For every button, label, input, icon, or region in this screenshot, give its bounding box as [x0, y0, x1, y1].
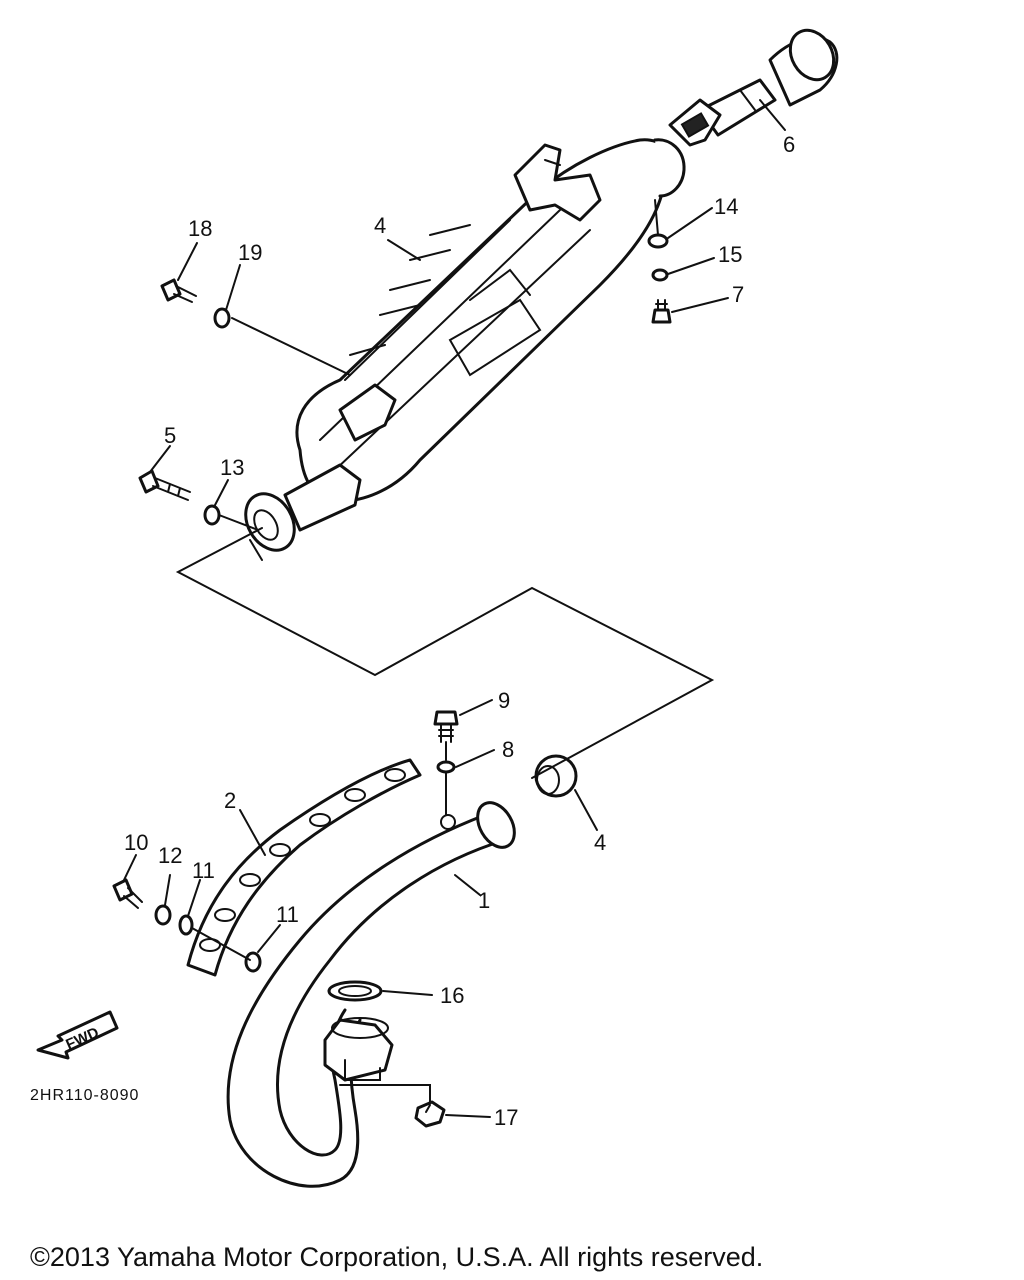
- callout-19: 19: [238, 240, 262, 265]
- heat-protector-part-2[interactable]: [186, 758, 422, 977]
- callout-11-lower: 11: [276, 902, 299, 927]
- bolt-part-5[interactable]: [138, 469, 191, 501]
- bolt-part-7[interactable]: [651, 299, 672, 324]
- callout-16: 16: [440, 983, 464, 1008]
- bolt-part-9[interactable]: [433, 710, 459, 743]
- callout-18: 18: [188, 216, 212, 241]
- washer-part-11-lower[interactable]: [244, 951, 262, 973]
- end-pipe-part-6[interactable]: [668, 22, 842, 147]
- muffler-part-3[interactable]: [236, 138, 686, 561]
- nut-part-17[interactable]: [414, 1100, 446, 1128]
- gasket-part-16[interactable]: [327, 980, 383, 1002]
- copyright-notice: ©2013 Yamaha Motor Corporation, U.S.A. A…: [30, 1242, 764, 1272]
- callout-12: 12: [158, 843, 182, 868]
- callout-5: 5: [164, 423, 176, 448]
- fwd-label: FWD: [63, 1024, 101, 1053]
- joint-part-4[interactable]: [534, 754, 578, 798]
- callout-2: 2: [224, 788, 236, 813]
- callout-15: 15: [718, 242, 742, 267]
- callout-13: 13: [220, 455, 244, 480]
- washer-part-8[interactable]: [436, 760, 456, 774]
- washer-part-14[interactable]: [647, 233, 669, 249]
- callout-4: 4: [594, 830, 606, 855]
- callout-17: 17: [494, 1105, 518, 1130]
- assembly-guide-lines: [175, 199, 715, 1113]
- callout-7: 7: [732, 282, 744, 307]
- washer-part-19[interactable]: [213, 307, 231, 329]
- callout-6: 6: [783, 132, 795, 157]
- callout-8: 8: [502, 737, 514, 762]
- leader-lines: [123, 99, 786, 1118]
- exhaust-pipe-part-1[interactable]: [226, 796, 522, 1188]
- callout-14: 14: [714, 194, 738, 219]
- washer-part-11-upper[interactable]: [178, 914, 194, 936]
- washer-part-15[interactable]: [651, 268, 669, 282]
- drawing-code: 2HR110-8090: [30, 1087, 139, 1104]
- callout-1: 1: [478, 888, 490, 913]
- callout-9: 9: [498, 688, 510, 713]
- washer-part-13[interactable]: [203, 504, 221, 526]
- nut-part-12[interactable]: [154, 904, 172, 926]
- callout-11-upper: 11: [192, 858, 215, 883]
- callout-3: 4: [374, 213, 386, 238]
- callout-10: 10: [124, 830, 148, 855]
- forward-arrow: FWD: [36, 1010, 119, 1060]
- bolt-part-10[interactable]: [112, 878, 143, 909]
- bolt-part-18[interactable]: [160, 278, 197, 303]
- callout-labels: 4 6 14 15 7 18 19 5 13 9 8 4 2 1 10 12 1…: [124, 132, 795, 1130]
